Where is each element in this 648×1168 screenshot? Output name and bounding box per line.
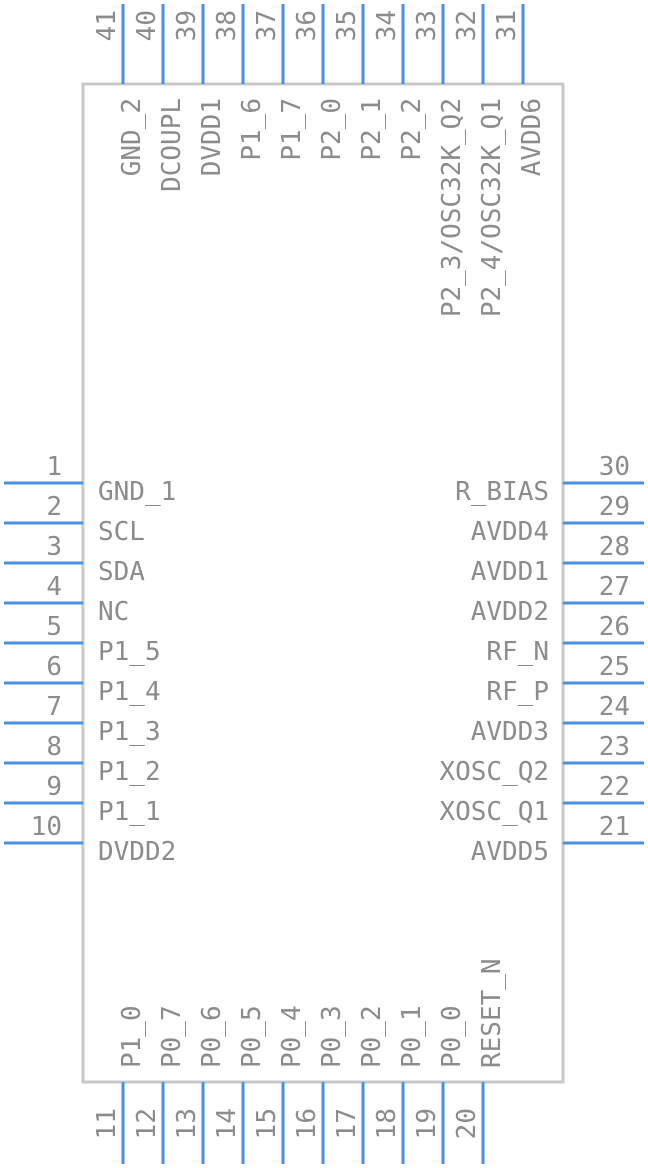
pin-number: 4 xyxy=(46,572,62,602)
pin-number: 14 xyxy=(212,1108,242,1139)
pin-number: 40 xyxy=(132,10,162,41)
pin-number: 38 xyxy=(212,10,242,41)
pin-number: 28 xyxy=(599,532,630,562)
pin-number: 12 xyxy=(132,1108,162,1139)
pin-label: P2_4/OSC32K_Q1 xyxy=(477,98,507,317)
pin-number: 5 xyxy=(46,612,62,642)
pin-label: P0_5 xyxy=(237,1005,267,1068)
pin-label: P0_2 xyxy=(357,1005,387,1068)
pin-label: P1_0 xyxy=(117,1005,147,1068)
pin-number: 13 xyxy=(172,1108,202,1139)
pin-number: 15 xyxy=(252,1108,282,1139)
pin-number: 35 xyxy=(332,10,362,41)
pin-number: 36 xyxy=(292,10,322,41)
pin-number: 33 xyxy=(412,10,442,41)
pin-label: P1_2 xyxy=(98,757,161,787)
pin-number: 1 xyxy=(46,452,62,482)
pins: 1GND_12SCL3SDA4NC5P1_56P1_47P1_38P1_29P1… xyxy=(4,4,644,1164)
pin-number: 31 xyxy=(492,10,522,41)
pin-number: 41 xyxy=(92,10,122,41)
pin-label: P0_0 xyxy=(437,1005,467,1068)
pin-label: XOSC_Q2 xyxy=(439,757,549,787)
pin-number: 10 xyxy=(31,812,62,842)
pin-label: SCL xyxy=(98,517,145,547)
pin-label: GND_2 xyxy=(117,98,147,176)
pin-number: 18 xyxy=(372,1108,402,1139)
pin-number: 22 xyxy=(599,772,630,802)
pin-label: P1_5 xyxy=(98,637,161,667)
pin-label: AVDD3 xyxy=(471,717,549,747)
pin-label: P2_1 xyxy=(357,98,387,161)
pin-number: 19 xyxy=(412,1108,442,1139)
pin-label: P1_7 xyxy=(277,98,307,161)
pin-label: P0_1 xyxy=(397,1005,427,1068)
pin-label: P2_3/OSC32K_Q2 xyxy=(437,98,467,317)
pin-number: 29 xyxy=(599,492,630,522)
pin-number: 3 xyxy=(46,532,62,562)
pin-label: P2_2 xyxy=(397,98,427,161)
pin-number: 30 xyxy=(599,452,630,482)
pin-number: 6 xyxy=(46,652,62,682)
pin-label: DVDD2 xyxy=(98,837,176,867)
pin-label: DVDD1 xyxy=(197,98,227,176)
pin-label: SDA xyxy=(98,557,145,587)
pin-number: 24 xyxy=(599,692,630,722)
pin-number: 37 xyxy=(252,10,282,41)
pin-label: GND_1 xyxy=(98,477,176,507)
pin-label: XOSC_Q1 xyxy=(439,797,549,827)
pin-label: RESET_N xyxy=(477,958,507,1068)
pin-number: 17 xyxy=(332,1108,362,1139)
pin-label: P1_3 xyxy=(98,717,161,747)
pin-number: 23 xyxy=(599,732,630,762)
pin-label: AVDD2 xyxy=(471,597,549,627)
pin-number: 7 xyxy=(46,692,62,722)
pin-number: 26 xyxy=(599,612,630,642)
pin-label: AVDD5 xyxy=(471,837,549,867)
pin-number: 11 xyxy=(92,1108,122,1139)
pin-label: RF_N xyxy=(486,637,549,667)
pin-label: P1_4 xyxy=(98,677,161,707)
pin-label: NC xyxy=(98,597,129,627)
pin-label: P0_4 xyxy=(277,1005,307,1068)
pin-number: 39 xyxy=(172,10,202,41)
pin-label: AVDD1 xyxy=(471,557,549,587)
pin-number: 32 xyxy=(452,10,482,41)
pin-number: 2 xyxy=(46,492,62,522)
ic-body xyxy=(81,82,565,1084)
pin-label: AVDD6 xyxy=(517,98,547,176)
pin-number: 34 xyxy=(372,10,402,41)
pin-label: P1_1 xyxy=(98,797,161,827)
pin-label: RF_P xyxy=(486,677,549,707)
pin-label: P1_6 xyxy=(237,98,267,161)
pin-label: AVDD4 xyxy=(471,517,549,547)
pin-label: R_BIAS xyxy=(455,477,549,507)
pin-number: 27 xyxy=(599,572,630,602)
pin-label: P0_7 xyxy=(157,1005,187,1068)
pin-number: 21 xyxy=(599,812,630,842)
pin-label: P2_0 xyxy=(317,98,347,161)
pin-number: 25 xyxy=(599,652,630,682)
pin-label: P0_3 xyxy=(317,1005,347,1068)
pin-number: 9 xyxy=(46,772,62,802)
pin-number: 20 xyxy=(452,1108,482,1139)
pin-label: DCOUPL xyxy=(157,98,187,192)
pin-number: 8 xyxy=(46,732,62,762)
pin-label: P0_6 xyxy=(197,1005,227,1068)
pin-number: 16 xyxy=(292,1108,322,1139)
